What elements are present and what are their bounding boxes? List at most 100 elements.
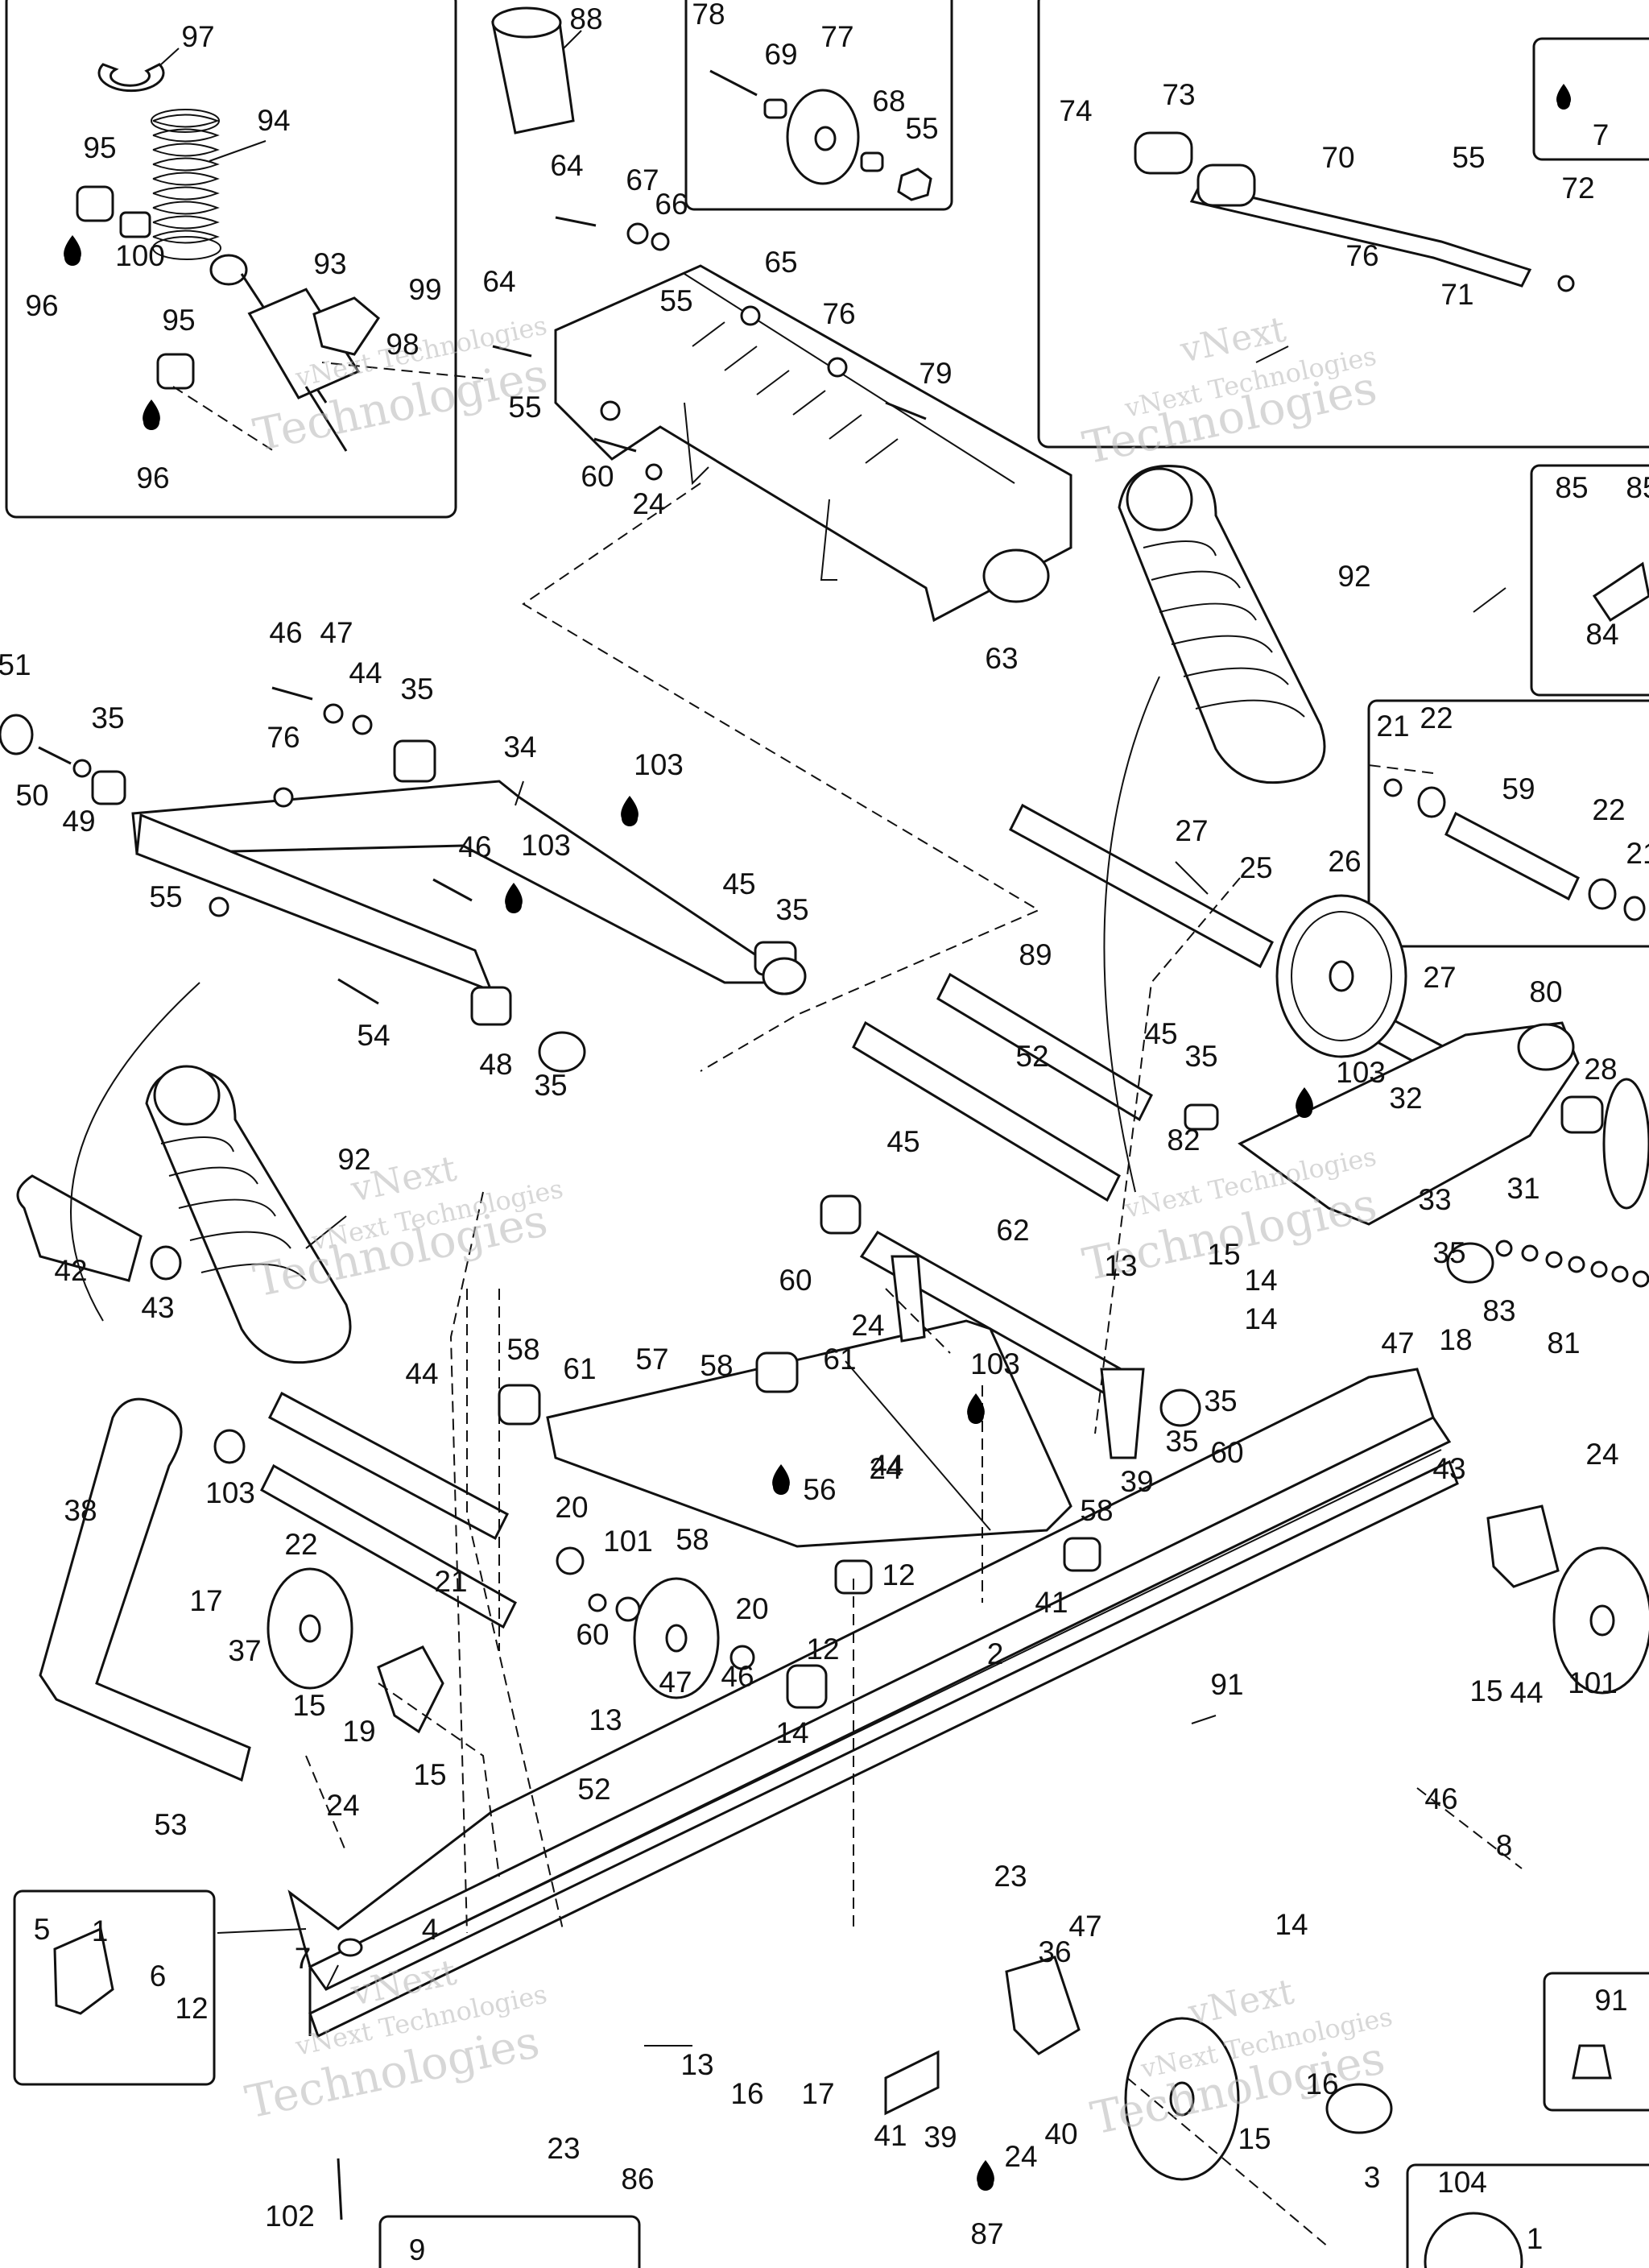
part-number-label: 45 — [1144, 1017, 1177, 1050]
end-cap — [377, 1645, 444, 1734]
part-number-label: 59 — [1502, 772, 1535, 805]
part-number-label: 23 — [994, 1860, 1027, 1893]
part-number-label: 85 — [1555, 471, 1588, 504]
grease-drop-icon — [143, 399, 160, 430]
part-number-label: 35 — [775, 893, 808, 926]
washer — [645, 463, 663, 481]
part-number-label: 9 — [409, 2233, 426, 2266]
part-number-label: 92 — [1337, 560, 1370, 593]
part-number-label: 100 — [115, 239, 165, 272]
clip-ring — [0, 714, 34, 755]
part-number-label: 21 — [1626, 837, 1649, 870]
part-number-label: 35 — [1432, 1236, 1465, 1269]
inset-frames — [5, 0, 1649, 2268]
grease-drop-icon — [1296, 1087, 1313, 1118]
part-number-label: 46 — [1424, 1782, 1457, 1815]
part-number-label: 95 — [83, 131, 116, 164]
end-cap — [1486, 1504, 1560, 1588]
part-number-label: 22 — [284, 1528, 317, 1561]
part-number-label: 35 — [534, 1069, 567, 1102]
part-number-label: 44 — [870, 1449, 903, 1482]
part-number-label: 43 — [1432, 1452, 1465, 1485]
part-number-label: 52 — [577, 1773, 610, 1806]
part-number-label: 52 — [1015, 1040, 1048, 1073]
bolt — [709, 69, 758, 97]
bushing — [786, 1664, 828, 1709]
part-number-label: 18 — [1439, 1323, 1472, 1356]
bushing — [834, 1559, 873, 1595]
part-number-label: 51 — [0, 648, 31, 681]
clip-ring — [1623, 896, 1646, 921]
part-number-label: 86 — [621, 2162, 654, 2196]
part-number-label: 40 — [1044, 2117, 1077, 2150]
part-number-label: 64 — [550, 149, 583, 182]
inset-wheel-cap — [1406, 2163, 1649, 2268]
part-number-label: 21 — [434, 1565, 467, 1598]
part-number-label: 103 — [205, 1476, 255, 1509]
washer — [729, 1645, 755, 1670]
part-number-label: 45 — [886, 1125, 920, 1158]
part-number-label: 63 — [985, 642, 1018, 675]
part-number-label: 58 — [700, 1349, 733, 1382]
part-number-label: 38 — [64, 1494, 97, 1527]
part-number-label: 7 — [1593, 118, 1610, 151]
washer — [352, 714, 373, 735]
part-number-label: 66 — [655, 188, 688, 221]
part-number-label: 91 — [1594, 1984, 1627, 2017]
part-number-label: 65 — [764, 246, 797, 279]
part-number-label: 35 — [1165, 1425, 1198, 1458]
part-number-label: 31 — [1506, 1172, 1539, 1205]
part-number-label: 2 — [987, 1637, 1004, 1670]
part-number-label: 62 — [996, 1214, 1029, 1247]
part-number-label: 54 — [357, 1019, 390, 1052]
part-number-label: 14 — [1244, 1302, 1277, 1335]
slider-pad — [53, 1927, 114, 2015]
part-number-label: 92 — [337, 1143, 370, 1176]
part-number-label: 46 — [721, 1660, 754, 1693]
part-number-label: 96 — [25, 289, 58, 322]
part-number-label: 74 — [1059, 94, 1092, 127]
bushing — [538, 1031, 586, 1073]
shaft — [1444, 811, 1580, 901]
part-number-label: 7 — [295, 1942, 312, 1975]
nut — [209, 896, 229, 917]
inset-grease-fitting — [1543, 1972, 1649, 2112]
part-number-label: 58 — [1080, 1494, 1113, 1527]
washer — [150, 1245, 182, 1281]
grease-drop-icon — [967, 1393, 985, 1424]
part-number-label: 14 — [775, 1716, 808, 1749]
part-number-label: 89 — [1019, 938, 1052, 971]
collar — [91, 770, 126, 805]
bolt — [432, 878, 473, 902]
idler-wheel-inset — [1424, 2212, 1523, 2268]
spacer — [763, 98, 787, 119]
parts-drawings — [0, 6, 1649, 2268]
sleeve — [119, 211, 151, 238]
bracket-piece — [1592, 561, 1649, 623]
spacer — [860, 151, 884, 172]
bushing — [156, 353, 195, 390]
part-number-label: 44 — [405, 1357, 438, 1390]
shock-absorber-front — [1118, 465, 1326, 784]
part-number-label: 60 — [779, 1264, 812, 1297]
part-number-label: 60 — [1210, 1436, 1243, 1469]
grease-drop-icons — [64, 84, 1571, 2191]
part-number-label: 39 — [924, 2121, 957, 2154]
part-number-label: 13 — [680, 2048, 713, 2081]
part-number-label: 99 — [408, 273, 441, 306]
bolt — [271, 686, 313, 701]
part-number-label: 83 — [1482, 1294, 1515, 1327]
part-number-label: 95 — [162, 304, 195, 337]
part-number-label: 24 — [869, 1452, 902, 1485]
part-number-label: 88 — [569, 2, 602, 35]
idler-wheel-rear — [1552, 1546, 1649, 1695]
part-number-label: 19 — [342, 1715, 375, 1748]
part-number-label: 12 — [882, 1558, 915, 1591]
part-number-label: 15 — [292, 1689, 325, 1722]
part-number-label: 103 — [521, 829, 571, 862]
grease-drop-icon — [772, 1464, 790, 1495]
lower-swing-arm — [498, 1231, 1138, 1548]
bushing — [1560, 1095, 1604, 1134]
bushing — [76, 185, 114, 222]
